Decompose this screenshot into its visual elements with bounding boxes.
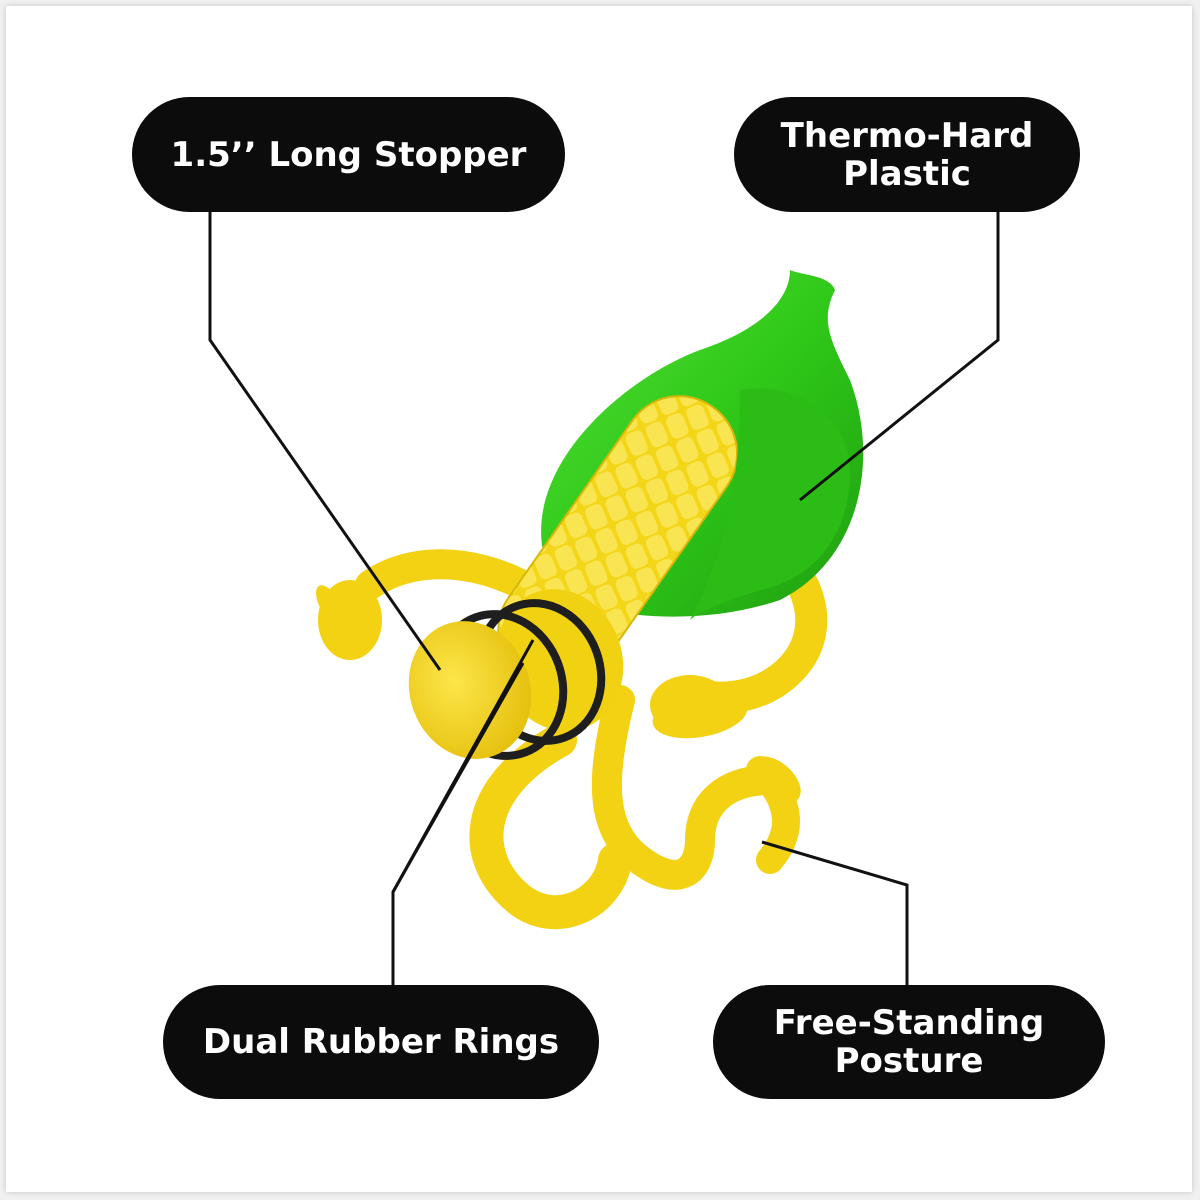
callout-plastic-line2: Plastic: [843, 153, 971, 194]
callout-free-standing-posture: Free-Standing Posture: [713, 985, 1105, 1099]
callout-plastic-line1: Thermo-Hard: [780, 115, 1034, 156]
leader-stopper: [208, 212, 442, 671]
husk-front-flap: [690, 388, 850, 620]
corn-legs: [469, 685, 800, 930]
leader-plastic: [799, 212, 1000, 502]
callout-stopper-length: 1.5’’ Long Stopper: [132, 97, 565, 212]
callout-stopper-label: 1.5’’ Long Stopper: [170, 134, 527, 175]
callout-rings-label: Dual Rubber Rings: [202, 1022, 560, 1062]
callout-posture-line2: Posture: [834, 1041, 984, 1081]
stopper-end: [408, 589, 624, 760]
callout-thermo-hard-plastic: Thermo-Hard Plastic: [734, 97, 1080, 212]
leader-rings-b: [391, 662, 525, 893]
callout-posture-line1: Free-Standing: [773, 1003, 1045, 1043]
leader-posture: [761, 840, 909, 985]
stopper-cap: [408, 621, 532, 759]
leader-lines: [208, 212, 1000, 985]
callout-dual-rubber-rings: Dual Rubber Rings: [163, 985, 599, 1099]
